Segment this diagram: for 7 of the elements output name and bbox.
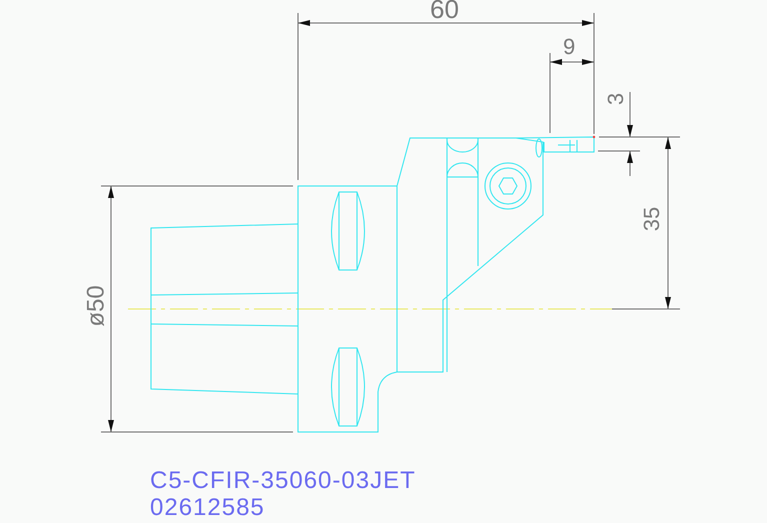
dimension-value: 9 <box>563 36 576 58</box>
dimension-value: ø50 <box>84 285 109 327</box>
dimension-value: 35 <box>641 206 664 232</box>
part-code: C5-CFIR-35060-03JET <box>150 469 416 493</box>
dimension-value: 60 <box>430 0 459 22</box>
part-number: 02612585 <box>150 496 265 520</box>
dimension-value: 3 <box>605 92 628 106</box>
